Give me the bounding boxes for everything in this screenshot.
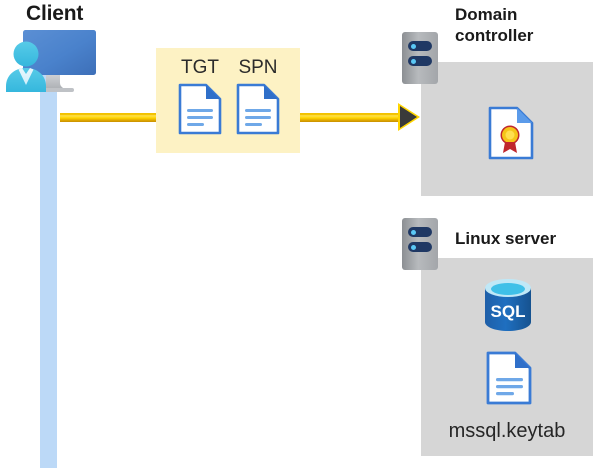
document-icon	[178, 83, 222, 140]
ticket-item-spn: SPN	[230, 56, 286, 140]
sql-database-icon: SQL	[479, 277, 537, 338]
flow-arrow-segment-left	[60, 113, 156, 122]
ticket-label-spn: SPN	[238, 57, 278, 78]
keytab-document-icon	[486, 351, 532, 410]
ticket-box: TGT SPN	[156, 48, 300, 153]
linux-server-title: Linux server	[455, 229, 557, 248]
server-rack-icon	[402, 32, 438, 84]
document-icon	[236, 83, 280, 140]
client-label: Client	[26, 2, 84, 25]
certificate-document-icon	[488, 106, 534, 165]
ticket-item-tgt: TGT	[172, 56, 228, 140]
client-workstation-icon	[4, 27, 102, 99]
keytab-file-label: mssql.keytab	[448, 420, 566, 442]
flow-arrow-segment-right	[300, 113, 401, 122]
domain-controller-title: Domain controller	[455, 5, 534, 45]
flow-arrow-head-icon	[400, 106, 417, 128]
client-lifeline	[40, 68, 57, 468]
ticket-label-tgt: TGT	[181, 57, 219, 78]
sql-badge-text: SQL	[491, 302, 526, 321]
server-rack-icon	[402, 218, 438, 270]
